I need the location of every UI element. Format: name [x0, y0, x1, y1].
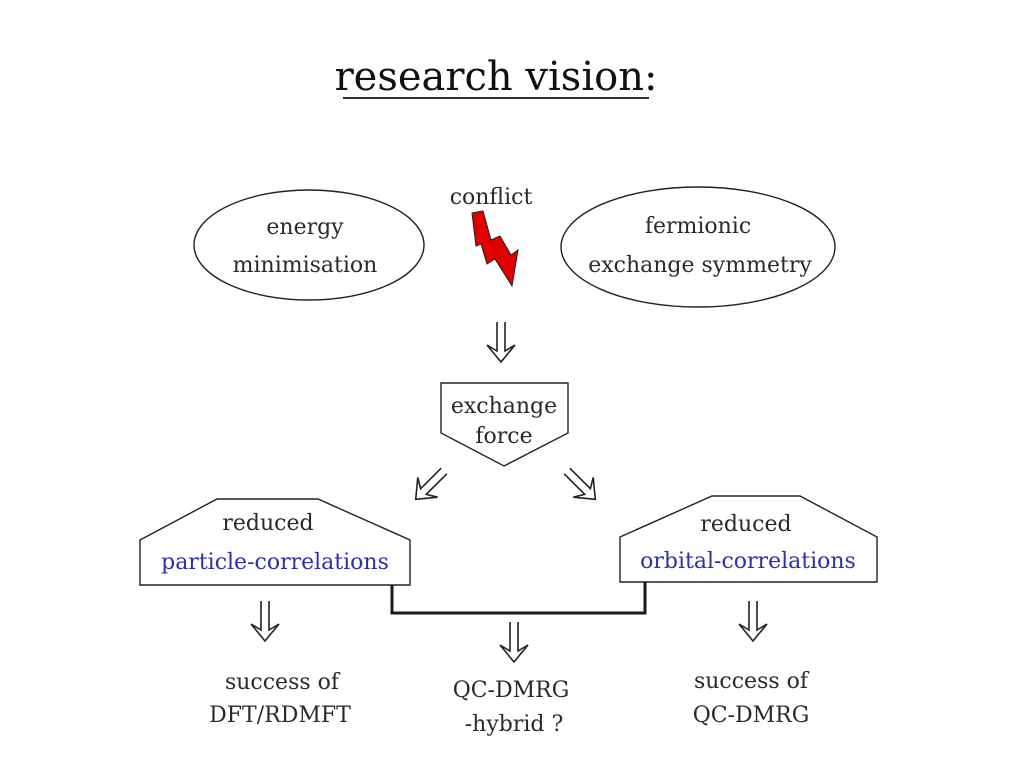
outcome-middle-line1: QC-DMRG [453, 678, 570, 703]
outcome-left-line2: DFT/RDMFT [209, 703, 351, 728]
reduced-right-label-line1: reduced [700, 512, 791, 537]
fermionic-exchange-symmetry-node: fermionic exchange symmetry [560, 186, 836, 308]
exchange-force-shape [440, 382, 569, 467]
fermionic-label-line1: fermionic [645, 214, 751, 239]
reduced-orbital-correlations-node: reduced orbital-correlations [619, 495, 878, 583]
fermionic-label-line2: exchange symmetry [588, 253, 812, 278]
page-title: research vision: [335, 54, 658, 100]
conflict-label: conflict [450, 185, 533, 210]
reduced-particle-correlations-node: reduced particle-correlations [139, 498, 411, 586]
outcome-qc-dmrg-hybrid: QC-DMRG -hybrid ? [453, 678, 570, 737]
reduced-left-label-line1: reduced [222, 511, 313, 536]
energy-minimisation-node: energy minimisation [193, 189, 425, 301]
energy-label-line2: minimisation [233, 253, 378, 278]
exchange-force-label-line2: force [475, 424, 532, 449]
reduced-right-label-line2: orbital-correlations [640, 549, 856, 574]
double-arrow-icon [738, 601, 768, 643]
fermionic-ellipse [560, 186, 836, 308]
hybrid-connector-line [390, 582, 647, 615]
double-arrow-icon [563, 467, 597, 501]
exchange-force-node: exchange force [440, 382, 569, 467]
outcome-dft-rdmft: success of DFT/RDMFT [209, 670, 351, 728]
reduced-right-shape [619, 495, 878, 583]
energy-label-line1: energy [266, 215, 344, 240]
double-arrow-icon [499, 622, 529, 664]
double-arrow-icon [250, 601, 280, 643]
double-arrow-icon [486, 322, 516, 364]
outcome-qc-dmrg: success of QC-DMRG [693, 669, 810, 728]
lightning-bolt-icon [471, 210, 519, 288]
outcome-left-line1: success of [225, 670, 341, 695]
outcome-right-line1: success of [694, 669, 810, 694]
exchange-force-label-line1: exchange [451, 394, 557, 419]
reduced-left-label-line2: particle-correlations [161, 550, 389, 575]
energy-ellipse [193, 189, 425, 301]
outcome-middle-line2: -hybrid ? [465, 712, 564, 737]
outcome-right-line2: QC-DMRG [693, 703, 810, 728]
double-arrow-icon [414, 467, 448, 501]
reduced-left-shape [139, 498, 411, 586]
